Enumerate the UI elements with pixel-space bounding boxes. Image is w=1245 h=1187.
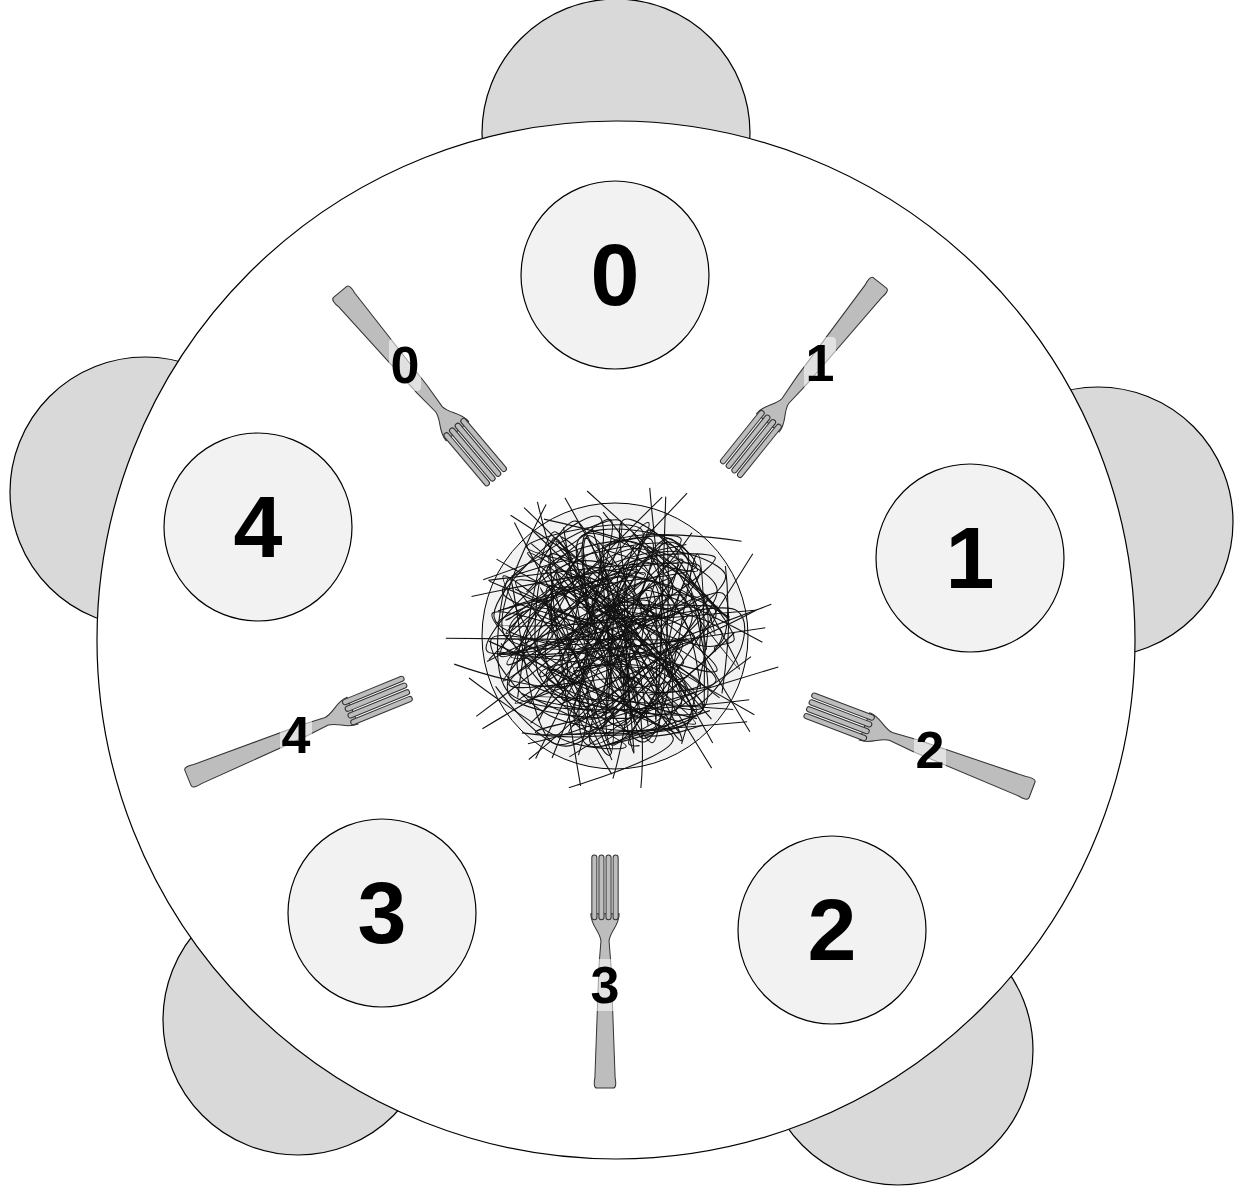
- plate-text-holder: 4: [163, 432, 353, 622]
- fork-tine: [592, 855, 597, 920]
- fork-tine: [811, 692, 875, 721]
- forks: [183, 274, 1038, 1088]
- fork-number: 2: [914, 724, 947, 776]
- spaghetti-strand: [515, 589, 686, 739]
- spaghetti-strand: [494, 516, 751, 788]
- fork-icon: [329, 282, 509, 487]
- spaghetti-strand: [522, 604, 771, 737]
- plate-circle: [876, 464, 1064, 652]
- spaghetti-strand: [514, 523, 706, 713]
- fork-tine: [725, 414, 771, 469]
- fork-tine: [448, 427, 496, 482]
- plate-text-holder: 0: [520, 180, 710, 370]
- spaghetti-strand: [577, 595, 709, 744]
- fork-body: [756, 274, 891, 432]
- fork-tine: [350, 696, 413, 726]
- plate-text-holder: 2: [737, 835, 927, 1025]
- round-table: [97, 121, 1135, 1159]
- spaghetti-strand: [512, 543, 679, 760]
- philosopher-plate: 2: [737, 835, 927, 1025]
- philosopher-plate: 4: [163, 432, 353, 622]
- fork-icon: [719, 274, 892, 479]
- plate-number: 2: [808, 886, 857, 974]
- plate-circle: [521, 181, 709, 369]
- plate-number: 0: [591, 231, 640, 319]
- fork-body: [859, 713, 1037, 804]
- spaghetti-strand: [537, 502, 717, 700]
- plate-text-holder: 3: [287, 818, 477, 1008]
- plate-text-holder: 1: [875, 463, 1065, 653]
- fork-number: 1: [804, 337, 837, 389]
- fork-tine: [606, 855, 611, 920]
- plate-circle: [164, 433, 352, 621]
- chairs: [10, 0, 1233, 1185]
- fork-tine: [719, 409, 765, 464]
- plate-number: 4: [234, 483, 283, 571]
- spaghetti-strand: [472, 546, 701, 701]
- fork-body: [329, 282, 469, 440]
- philosopher-plate: 0: [520, 180, 710, 370]
- plate-circle: [738, 836, 926, 1024]
- fork-number: 0: [389, 339, 422, 391]
- spaghetti-strand: [492, 515, 717, 692]
- fork-number: 3: [589, 959, 622, 1011]
- fork-tine: [443, 432, 491, 487]
- fork-number: 4: [280, 709, 313, 761]
- fork-body: [183, 697, 358, 791]
- spaghetti: [446, 488, 778, 788]
- philosopher-plate: 3: [287, 818, 477, 1008]
- plate-circle: [288, 819, 476, 1007]
- plate-number: 3: [358, 869, 407, 957]
- philosopher-plate: 1: [875, 463, 1065, 653]
- spaghetti-strand: [588, 544, 716, 709]
- fork-tine: [599, 855, 604, 920]
- plate-number: 1: [946, 514, 995, 602]
- fork-icon: [803, 691, 1037, 803]
- spaghetti-strand: [483, 519, 612, 632]
- fork-tine: [613, 855, 618, 920]
- spaghetti-strand: [487, 580, 673, 727]
- fork-icon: [183, 675, 414, 792]
